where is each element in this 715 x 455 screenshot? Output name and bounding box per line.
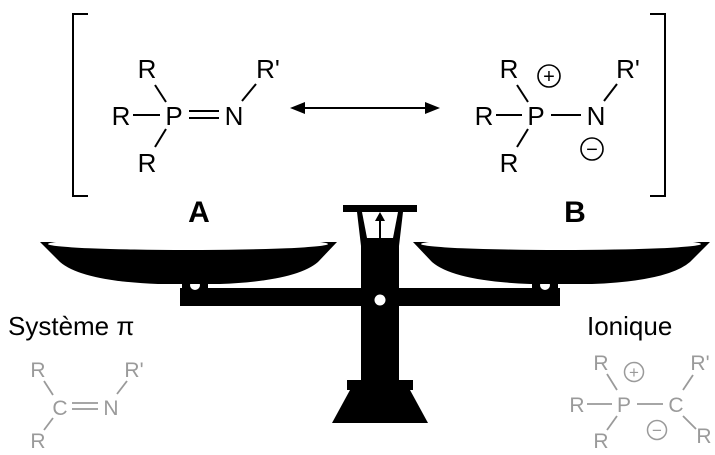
ylide-r-left: R (569, 394, 584, 417)
right-pan (413, 242, 710, 284)
resonance-arrow (290, 102, 440, 114)
imine-r-prime: R' (124, 359, 143, 382)
structure-b-r-bottom: R (500, 148, 519, 178)
ylide-r-prime: R' (690, 352, 709, 375)
imine-r-bottom: R (30, 430, 45, 453)
plus-charge-sign: + (543, 66, 555, 88)
structure-a-r-prime: R' (256, 54, 280, 84)
structure-b-negative-charge: − (580, 137, 604, 161)
bond-r-top-p (154, 84, 167, 103)
structure-a: R R P N R' R (112, 54, 280, 178)
ylide-structure: R R P C R' R R + − (569, 352, 711, 453)
structure-a-r-left: R (112, 101, 131, 131)
resonance-brackets (72, 13, 666, 197)
label-a: A (188, 196, 210, 229)
balance-scale-icon (40, 205, 710, 423)
ylide-positive-charge: + (623, 361, 645, 383)
structure-a-r-bottom: R (138, 148, 157, 178)
ylide-carbon: C (668, 394, 683, 417)
ylide-r-right: R (696, 425, 711, 448)
ylide-minus-sign: − (652, 421, 662, 440)
minus-charge-sign: − (586, 139, 598, 161)
right-caption: Ionique (587, 311, 672, 341)
plus-charge-icon (537, 64, 561, 88)
ylide-r-bottom: R (593, 430, 608, 453)
resonance-arrow-left-head (290, 102, 305, 114)
base (332, 390, 428, 423)
left-caption: Système π (8, 311, 134, 341)
ylide-r-top: R (593, 352, 608, 375)
left-pan (40, 242, 337, 284)
bond-r-top-p (516, 84, 529, 103)
imine-r-top: R (30, 359, 45, 382)
structure-b-bonds (496, 83, 618, 148)
bond-n-r-prime (241, 83, 257, 102)
ylide-phosphorus: P (617, 394, 631, 417)
right-bracket (650, 13, 666, 197)
imine-nitrogen: N (103, 397, 118, 420)
structure-b-r-top: R (500, 54, 519, 84)
structure-b: R R P N R' R + − (475, 54, 640, 178)
pivot-icon (374, 294, 386, 306)
bond-p-r-bottom (516, 128, 529, 148)
structure-a-nitrogen: N (225, 101, 244, 131)
label-b: B (564, 196, 586, 229)
ylide-negative-charge: − (646, 419, 668, 441)
structure-a-phosphorus: P (165, 101, 182, 131)
indicator-needle-tip (375, 212, 385, 221)
ylide-bonds (587, 373, 697, 431)
minus-charge-icon (580, 137, 604, 161)
imine-carbon: C (52, 397, 67, 420)
ylide-plus-charge-icon (623, 361, 645, 383)
structure-b-r-left: R (475, 101, 494, 131)
structure-b-phosphorus: P (527, 101, 544, 131)
bond-n-r-prime (603, 83, 618, 102)
structure-a-r-top: R (138, 54, 157, 84)
structure-a-bonds (133, 83, 257, 148)
left-bracket (72, 13, 88, 197)
ylide-plus-sign: + (629, 363, 639, 382)
base-cap (347, 380, 413, 390)
resonance-arrow-right-head (425, 102, 440, 114)
ylide-minus-charge-icon (646, 419, 668, 441)
bond-p-r-bottom (154, 128, 167, 148)
structure-b-nitrogen: N (587, 101, 606, 131)
structure-b-r-prime: R' (616, 54, 640, 84)
structure-b-positive-charge: + (537, 64, 561, 88)
imine-structure: R C N R' R (30, 359, 143, 453)
imine-bonds (43, 380, 128, 431)
